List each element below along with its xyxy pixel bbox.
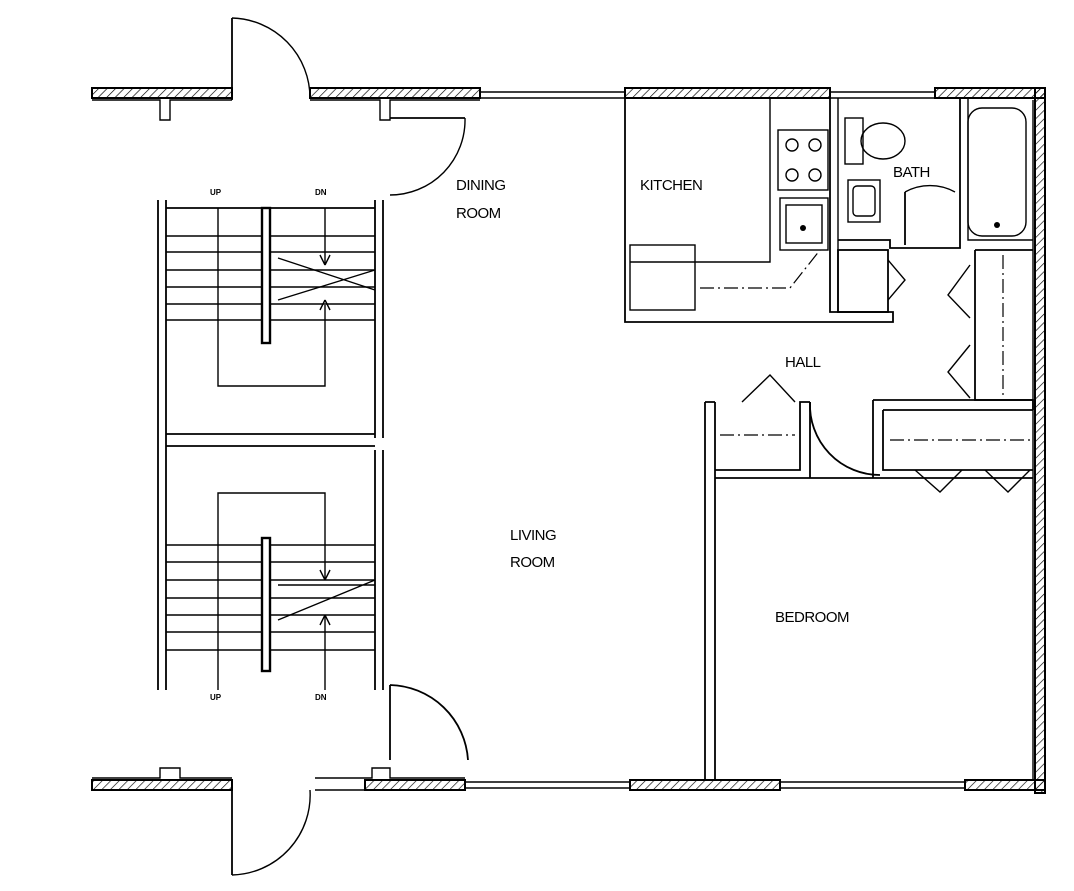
- wall-top-left-inner: [92, 99, 232, 121]
- stair-upper-handrail: [260, 206, 272, 345]
- kitchen-sink-basin: [785, 204, 823, 244]
- wall-top-bath: [934, 87, 1046, 99]
- bedroom: [704, 374, 1034, 780]
- hall-closet: [974, 249, 1033, 401]
- stair-wall-left: [157, 200, 167, 690]
- dining-room-label-line1: DINING: [456, 177, 506, 194]
- bath-label: BATH: [893, 164, 930, 181]
- wall-top-left: [91, 87, 233, 99]
- stove-burner: [808, 168, 822, 182]
- hall-closets: [837, 249, 1033, 401]
- stove-burner: [785, 138, 799, 152]
- kitchen-counter-edge: [700, 249, 821, 289]
- stair-upper-up-label: UP: [210, 188, 222, 197]
- window-top-living: [480, 91, 625, 99]
- wall-top-dining: [309, 87, 481, 99]
- entry-doors: [231, 17, 469, 876]
- stair-lower-down-label: DN: [315, 693, 327, 702]
- wall-bottom-left: [91, 779, 233, 791]
- wall-right: [1034, 87, 1046, 794]
- bedroom-wardrobe-doors: [914, 469, 1031, 493]
- kitchen-counter: [630, 98, 771, 263]
- bottom-door-swing: [231, 789, 311, 876]
- room-labels: DINING ROOM KITCHEN BATH HALL LIVING ROO…: [456, 164, 930, 626]
- stair-wall-right: [374, 200, 384, 690]
- hall-label: HALL: [785, 354, 821, 371]
- linen-closet: [837, 249, 889, 313]
- stove: [777, 129, 829, 191]
- bath-tub-wall: [967, 98, 1033, 241]
- bath-sink: [847, 179, 881, 223]
- kitchen-walls: [624, 98, 894, 323]
- refrigerator: [629, 244, 696, 311]
- living-door-bottom: [389, 684, 469, 761]
- kitchen-label: KITCHEN: [640, 177, 702, 194]
- wall-bottom-living-b: [629, 779, 781, 791]
- bathtub: [967, 107, 1027, 237]
- stair-landing-divider: [166, 433, 375, 447]
- bedroom-closet-door: [741, 374, 796, 403]
- stair-upper: UP DN: [166, 188, 376, 387]
- toilet-tank: [844, 117, 864, 165]
- bedroom-door-swing: [809, 401, 881, 476]
- dining-room-label-line2: ROOM: [456, 205, 501, 222]
- top-door-swing: [231, 17, 311, 99]
- bedroom-closet-wall: [872, 399, 1034, 478]
- stove-burner: [808, 138, 822, 152]
- bathtub-drain: [994, 222, 1000, 228]
- bedroom-top-wall: [705, 401, 1033, 479]
- hall-closet-door-bottom: [947, 344, 971, 399]
- living-room-label-line1: LIVING: [510, 527, 556, 544]
- bath-walls: [838, 98, 961, 249]
- window-top-bath: [830, 91, 935, 99]
- bath-door-swing: [904, 184, 956, 193]
- living-room-label-line2: ROOM: [510, 554, 555, 571]
- toilet-bowl: [860, 122, 906, 160]
- stairwell-walls: [157, 200, 384, 690]
- linen-closet-door: [887, 259, 906, 301]
- bath-sink-basin: [852, 185, 876, 217]
- bedroom-left-wall: [704, 402, 716, 780]
- wall-bottom-living-a: [364, 779, 466, 791]
- hall-closet-door-top: [947, 264, 971, 319]
- wall-top-dining-inner: [310, 99, 480, 121]
- dining-door-swing: [389, 117, 466, 196]
- bath: [838, 98, 1033, 249]
- stair-lower-up-label: UP: [210, 693, 222, 702]
- kitchen-sink: [779, 197, 829, 251]
- window-bottom-living: [465, 781, 630, 789]
- bedroom-label: BEDROOM: [775, 609, 849, 626]
- stove-burner: [785, 168, 799, 182]
- wall-bottom-bedroom: [964, 779, 1046, 791]
- stair-upper-down-label: DN: [315, 188, 327, 197]
- wall-top-kitchen: [624, 87, 831, 99]
- exterior-walls: [91, 87, 1046, 794]
- window-bottom-entry: [315, 777, 365, 791]
- stair-lower-handrail: [260, 536, 272, 673]
- wall-bottom-left-inner: [92, 767, 232, 779]
- stair-lower: UP DN: [166, 492, 376, 702]
- kitchen-sink-drain: [800, 225, 806, 231]
- kitchen: [624, 98, 894, 323]
- window-bottom-bedroom: [780, 781, 965, 789]
- wall-bottom-living-inner: [365, 767, 465, 779]
